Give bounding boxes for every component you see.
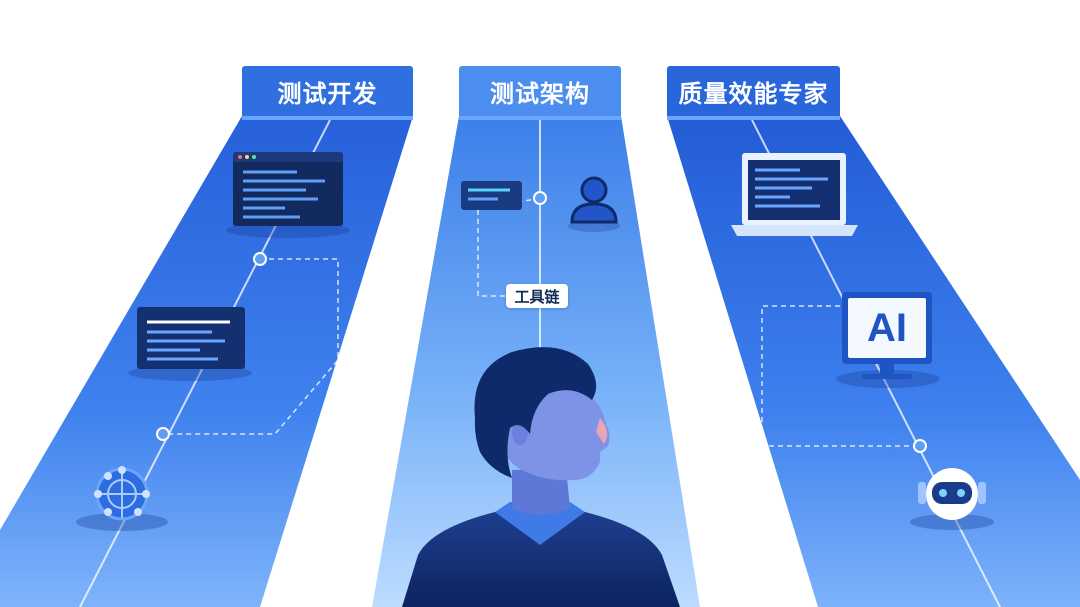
person-illustration <box>402 347 680 607</box>
path-label-middle: 测试架构 <box>459 66 621 120</box>
code-window-icon <box>226 152 350 238</box>
laptop-icon <box>731 153 858 236</box>
ai-monitor-icon <box>836 292 940 388</box>
ai-label: AI <box>867 305 907 350</box>
path-label-right: 质量效能专家 <box>667 66 840 120</box>
user-avatar-icon <box>568 176 620 232</box>
network-globe-icon <box>76 466 168 531</box>
code-panel-icon <box>128 307 252 381</box>
toolchain-label: 工具链 <box>506 284 568 308</box>
path-label-left: 测试开发 <box>242 66 413 120</box>
code-card-icon <box>461 181 522 210</box>
robot-icon <box>910 468 994 530</box>
path-nodes <box>156 191 927 453</box>
